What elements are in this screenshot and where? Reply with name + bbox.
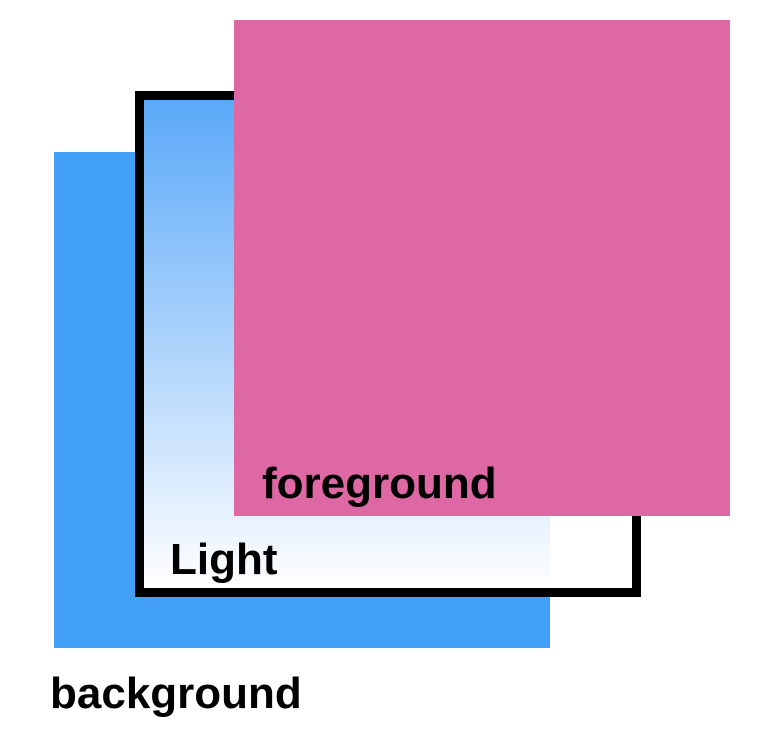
foreground-label: foreground (262, 459, 497, 508)
background-label: background (50, 669, 302, 718)
foreground-square (234, 20, 730, 516)
light-label: Light (170, 535, 278, 584)
